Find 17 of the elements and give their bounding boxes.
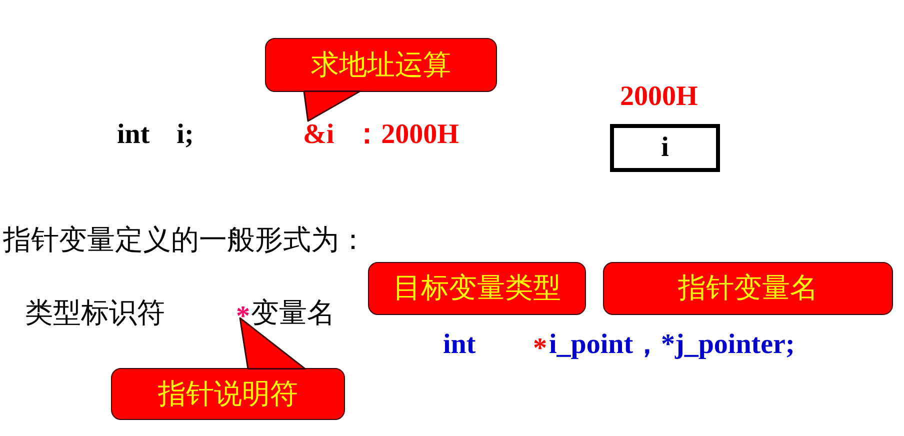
asterisk: * [236, 305, 250, 318]
memory-cell: i [610, 124, 720, 172]
address-expression: &i ：2000H [303, 121, 459, 149]
callout-pointer [239, 317, 306, 370]
code-statement: int i; [117, 121, 194, 149]
form-term: 变量名 [251, 299, 335, 327]
callout-pointer [303, 90, 361, 122]
heading: 指针变量定义的一般形式为： [3, 226, 367, 254]
callout-bubble: 求地址运算 [265, 38, 497, 92]
asterisk: * [533, 336, 547, 352]
address-label: 2000H [620, 83, 698, 111]
identifier-list: i_point，*j_pointer; [549, 331, 795, 359]
callout-bubble: 目标变量类型 [368, 262, 586, 315]
form-term: 类型标识符 [25, 299, 165, 327]
callout-bubble: 指针变量名 [603, 262, 893, 315]
callout-bubble: 指针说明符 [111, 368, 345, 420]
keyword: int [443, 331, 476, 359]
